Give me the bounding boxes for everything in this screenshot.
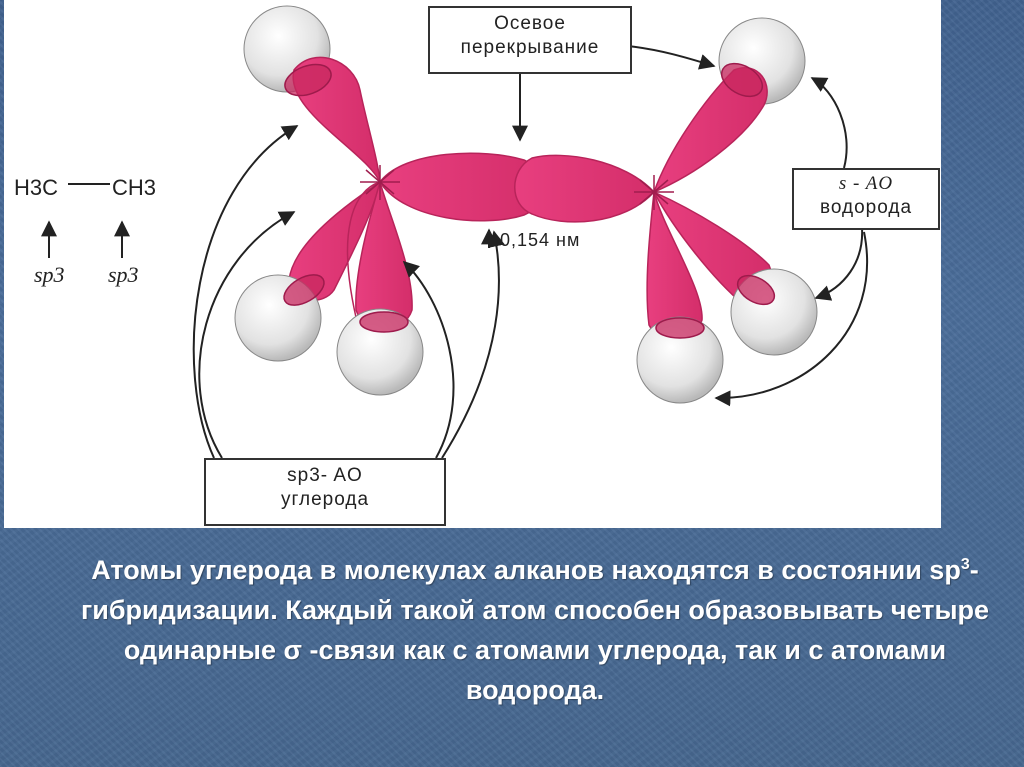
formula-ch3: CH3	[112, 175, 157, 200]
overlap-rings	[283, 62, 776, 339]
bond-length-label: 0,154 нм	[500, 230, 581, 250]
annotation-arrows	[41, 45, 869, 459]
caption-part1: Атомы углерода в молекулах алканов наход…	[91, 555, 961, 585]
slide-caption: Атомы углерода в молекулах алканов наход…	[70, 545, 1000, 710]
sp3-label-right: sp3	[108, 262, 139, 287]
caption-part2: -гибридизации. Каждый такой атом способе…	[80, 555, 990, 705]
axial-overlap-box: Осевое перекрывание	[428, 6, 632, 74]
s-ao-line2: водорода	[819, 197, 913, 218]
formula-h3c: H3C	[14, 175, 59, 200]
left-carbon-orbitals	[288, 56, 413, 331]
hydrogen-atom-bottom-left-2	[336, 308, 424, 396]
carbon-nucleus-left	[360, 165, 400, 200]
orbital-diagram	[41, 5, 869, 459]
axial-overlap-line1: Осевое	[494, 13, 566, 34]
carbon-nucleus-right	[634, 175, 674, 210]
caption-superscript: 3	[960, 556, 970, 573]
sp3-ao-carbon-box: sp3- AO углерода	[204, 458, 446, 526]
diagram-panel: H3C CH3 sp3 sp3 0,154 нм Осевое перекрыв…	[4, 0, 941, 528]
sp3-ao-line1: sp3- AO	[287, 465, 363, 486]
sp3-ao-line2: углерода	[280, 489, 370, 510]
sp3-label-left: sp3	[34, 262, 65, 287]
axial-overlap-line2: перекрывание	[460, 37, 600, 58]
sigma-bond-overlap	[379, 152, 656, 223]
hydrogen-atom-bottom-right-2	[636, 316, 724, 404]
formula-dash	[68, 183, 110, 185]
s-ao-hydrogen-box: s - AO водорода	[792, 168, 940, 230]
s-ao-line1: s - AO	[838, 173, 894, 194]
